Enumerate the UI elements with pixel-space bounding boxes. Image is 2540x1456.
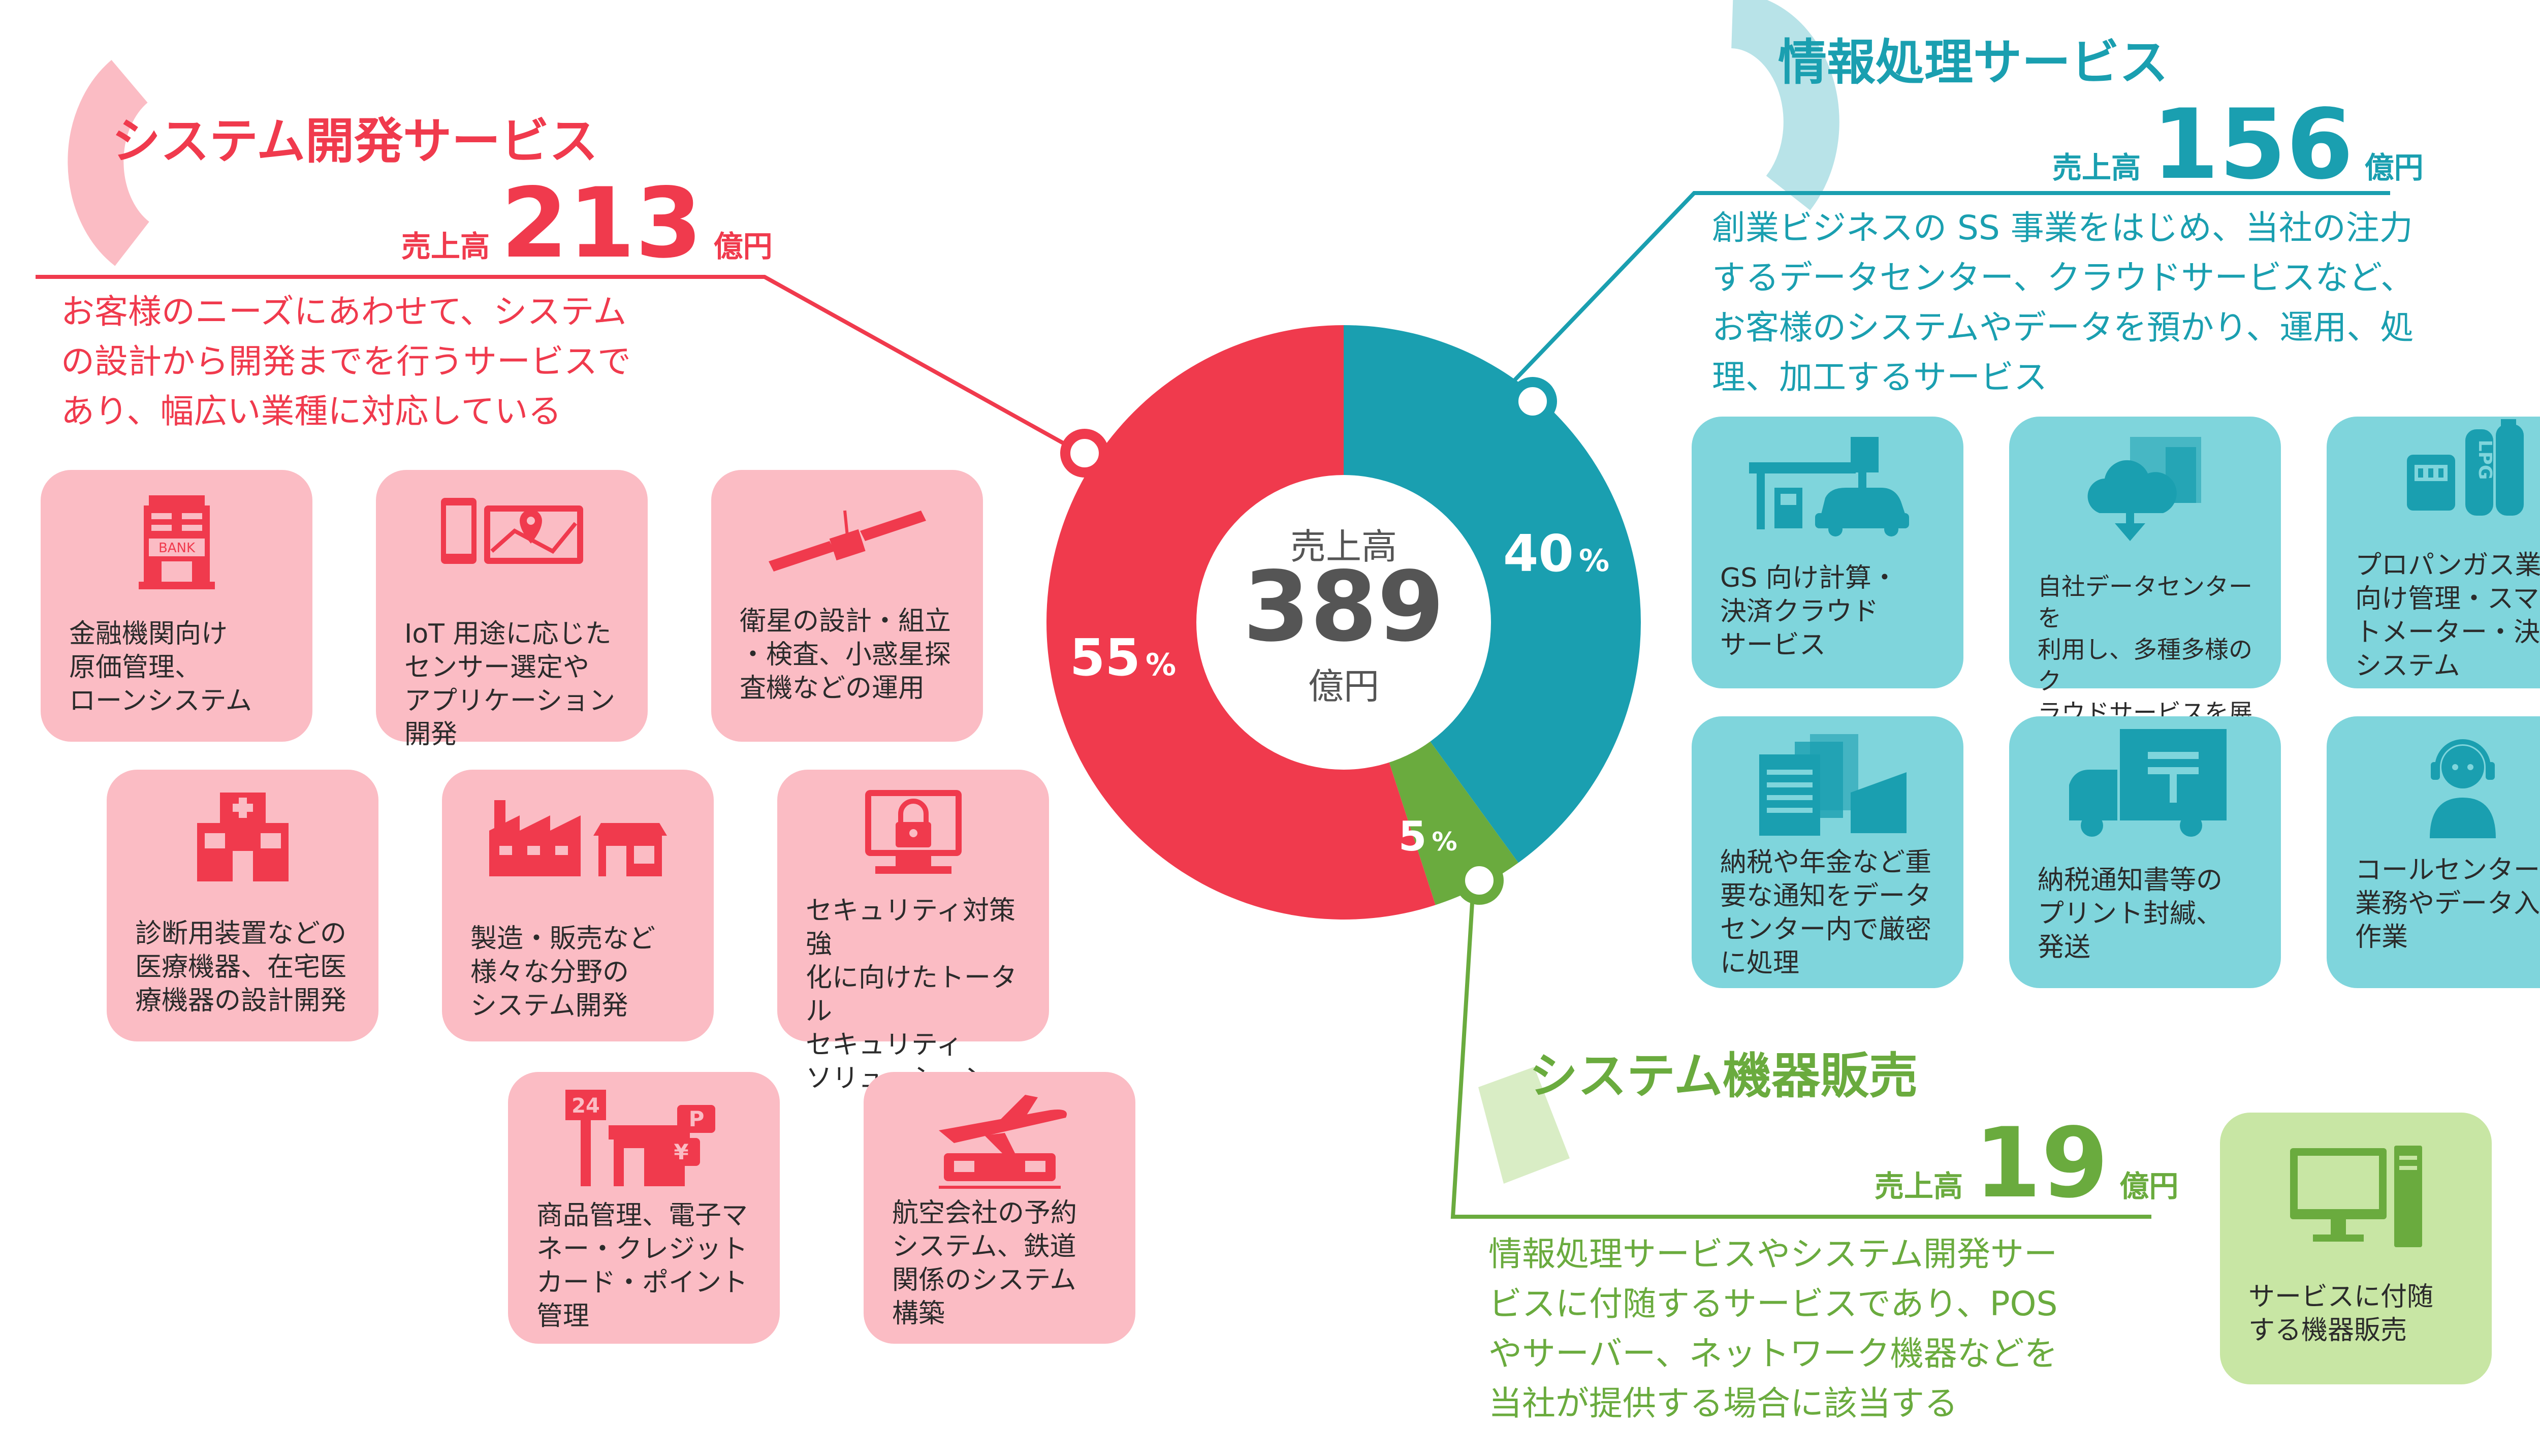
desktop-pc-icon [2290,1146,2422,1247]
dev-desc-line: あり、幅広い業種に対応している [61,392,562,431]
bank-icon: BANK [138,495,215,589]
card-text: 納税や年金など重要な通知をデータセンター内で厳密に処理 [1720,847,1932,978]
equip-desc-line: 当社が提供する場合に該当する [1488,1384,1958,1423]
donut-slice [1344,325,1641,863]
card-text: 診断用装置などの医療機器、在宅医療機器の設計開発 [135,919,347,1016]
donut-hole [1196,475,1491,770]
info-desc-line: するデータセンター、クラウドサービスなど、 [1712,258,2415,297]
dev-card-satellite: 衛星の設計・組立・検査、小惑星探査機などの運用 [711,470,983,742]
equip-sales-unit: 億円 [2119,1169,2179,1204]
dev-header-arc [68,60,150,266]
equip-sales-label: 売上高 [1875,1169,1963,1204]
card-text: 商品管理、電子マネー・クレジットカード・ポイント管理 [536,1200,748,1332]
info-sales-label: 売上高 [2052,150,2141,185]
info-connector-line [1510,191,2390,385]
dev-card-iot: IoT 用途に応じたセンサー選定やアプリケーション開発 [376,470,648,750]
info-sales-value: 156 [2152,88,2354,201]
hospital-icon [197,793,289,881]
lpg-meter-icon: LPG [2406,419,2524,516]
card-text: 納税通知書等のプリント封緘、発送 [2038,865,2223,963]
dev-sales-unit: 億円 [713,229,773,264]
dev-desc-line: の設計から開発までを行うサービスで [61,342,631,381]
svg-text:¥: ¥ [674,1140,688,1164]
center-value: 389 [1243,551,1445,663]
store-payment-icon: 24 P ¥ [565,1090,715,1186]
dev-desc-line: お客様のニーズにあわせて、システム [61,292,627,331]
dev-card-finance: BANK 金融機関向け原価管理、ローンシステム [41,470,312,742]
slice-pct-label: 5% [1399,813,1457,860]
security-lock-icon [865,790,962,874]
info-sales-unit: 億円 [2364,150,2424,185]
info-card-notices: 納税や年金など重要な通知をデータセンター内で厳密に処理 [1692,716,1963,988]
svg-text:24: 24 [572,1094,600,1118]
equip-card-hardware: サービスに付随する機器販売 [2220,1113,2492,1384]
cloud-datacenter-icon [2087,437,2201,541]
equip-description: 情報処理サービスやシステム開発サー ビスに付随するサービスであり、POS やサー… [1488,1229,2058,1429]
equip-sales-value: 19 [1974,1107,2109,1219]
equip-sales: 売上高 19 億円 [1875,1115,2178,1212]
dev-card-manufacturing: 製造・販売など様々な分野のシステム開発 [442,770,714,1041]
dev-card-medical: 診断用装置などの医療機器、在宅医療機器の設計開発 [107,770,378,1041]
card-text: IoT 用途に応じたセンサー選定やアプリケーション開発 [404,619,615,750]
card-text: セキュリティ対策強化に向けたトータルセキュリティソリューション [806,896,1018,1094]
equip-desc-line: やサーバー、ネットワーク機器などを [1488,1334,2058,1373]
info-card-callcenter: コールセンター業務やデータ入力作業 [2327,716,2540,988]
airplane-train-icon [938,1095,1067,1189]
connector-dot-dev [1060,429,1109,478]
documents-building-icon [1759,734,1907,836]
center-unit: 億円 [1308,666,1379,707]
card-text: 衛星の設計・組立・検査、小惑星探査機などの運用 [740,606,951,704]
dev-card-security: セキュリティ対策強化に向けたトータルセキュリティソリューション [777,770,1049,1094]
info-desc-line: 理、加工するサービス [1712,358,2047,397]
factory-shop-icon [489,800,667,876]
gas-station-icon [1749,437,1909,536]
dev-title: システム開発サービス [112,113,598,170]
card-text: 金融機関向け原価管理、ローンシステム [69,619,252,716]
card-text: プロパンガス業者向け管理・スマートメーター・決裁システム [2355,550,2540,681]
dev-sales-label: 売上高 [401,229,490,264]
equip-desc-line: ビスに付随するサービスであり、POS [1488,1284,2058,1323]
connector-dot-equip [1455,856,1504,905]
dev-sales: 売上高 213 億円 [401,175,773,272]
info-sales: 売上高 156 億円 [2052,97,2424,193]
connector-dot-info [1508,377,1557,426]
info-card-gs: GS 向け計算・決済クラウドサービス [1692,417,1963,688]
svg-text:LPG: LPG [2474,440,2495,480]
card-text: 製造・販売など様々な分野のシステム開発 [470,924,656,1021]
card-text: GS 向け計算・決済クラウドサービス [1720,563,1898,660]
info-title: 情報処理サービス [1778,34,2168,91]
satellite-icon [768,510,926,572]
equip-connector-line [1450,886,2151,1219]
info-card-lpg: LPG プロパンガス業者向け管理・スマートメーター・決裁システム [2327,417,2540,688]
svg-text:BANK: BANK [158,541,195,556]
iot-device-icon [440,498,583,564]
card-text: 航空会社の予約システム、鉄道関係のシステム構築 [892,1198,1077,1329]
slice-pct-label: 40% [1503,524,1609,583]
info-desc-line: お客様のシステムやデータを預かり、運用、処 [1712,308,2414,347]
dev-card-retail: 24 P ¥ 商品管理、電子マネー・クレジットカード・ポイント管理 [508,1072,780,1344]
postal-truck-icon [2069,729,2227,837]
info-header-arc [1730,0,1839,210]
dev-sales-value: 213 [501,167,703,279]
equip-header-shape [1478,1067,1570,1184]
call-center-icon [2429,739,2496,838]
card-text: サービスに付随する機器販売 [2248,1282,2434,1346]
equip-title: システム機器販売 [1529,1048,1918,1104]
svg-text:P: P [688,1106,704,1131]
dev-description: お客様のニーズにあわせて、システム の設計から開発までを行うサービスで あり、幅… [61,287,631,436]
info-description: 創業ビジネスの SS 事業をはじめ、当社の注力 するデータセンター、クラウドサー… [1712,203,2414,402]
card-text: コールセンター業務やデータ入力作業 [2355,855,2540,953]
dev-card-transport: 航空会社の予約システム、鉄道関係のシステム構築 [864,1072,1135,1344]
dev-connector-line [36,275,1081,454]
center-label: 売上高 [1290,526,1397,567]
info-desc-line: 創業ビジネスの SS 事業をはじめ、当社の注力 [1712,208,2413,247]
slice-pct-label: 55% [1070,628,1176,687]
equip-desc-line: 情報処理サービスやシステム開発サー [1488,1235,2058,1274]
info-card-postal: 納税通知書等のプリント封緘、発送 [2009,716,2281,988]
donut-chart: 売上高 389 億円 40% 5% 55% [1046,325,1641,920]
